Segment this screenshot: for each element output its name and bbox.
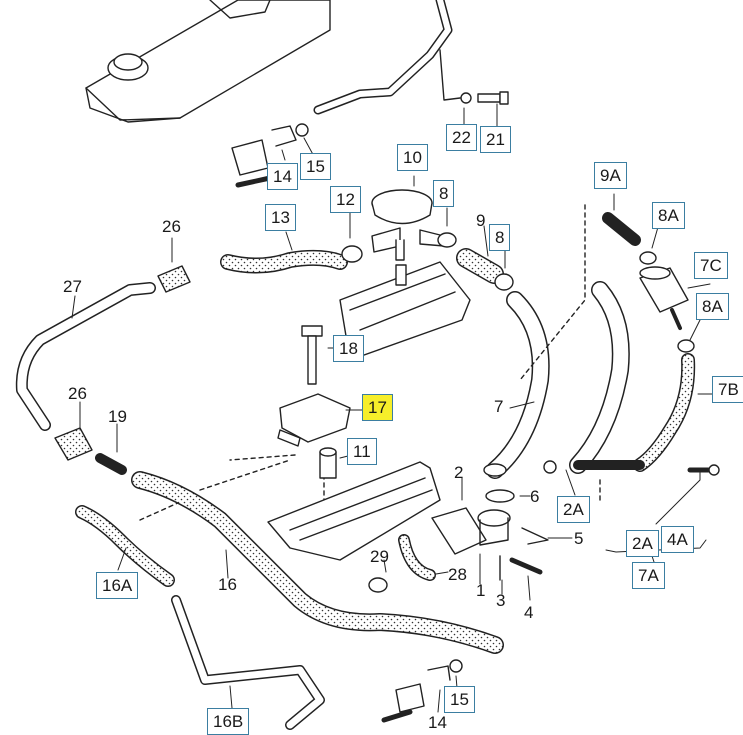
label-26-top: 26	[162, 217, 181, 236]
valve-cover-bottom	[267, 461, 441, 561]
cylinder-head	[339, 261, 471, 361]
label-1: 1	[476, 581, 486, 600]
label-2A-a: 2A	[557, 496, 590, 523]
label-28: 28	[448, 565, 467, 584]
bolt-18	[301, 325, 323, 385]
label-7C: 7C	[694, 252, 728, 279]
sleeve-26-top	[157, 265, 191, 293]
label-8-b: 8	[489, 224, 511, 251]
bolt-21	[460, 91, 509, 105]
label-3: 3	[496, 591, 506, 610]
o-ring-6	[485, 489, 515, 503]
valve-10	[371, 189, 445, 261]
label-19: 19	[108, 407, 127, 426]
label-29: 29	[370, 547, 389, 566]
label-22: 22	[446, 124, 477, 151]
label-2A-b: 2A	[626, 530, 659, 557]
pipe-top	[313, 0, 461, 115]
filter-7C	[639, 266, 689, 330]
label-8A-a: 8A	[652, 202, 685, 229]
label-8-a: 8	[433, 180, 455, 207]
label-14-top: 14	[267, 163, 298, 190]
sleeve-26-bottom	[54, 427, 93, 461]
valve-cover-top	[85, 0, 331, 123]
label-12: 12	[330, 186, 361, 213]
label-7A: 7A	[632, 562, 665, 589]
label-26-bottom: 26	[68, 384, 87, 403]
connector-19	[95, 453, 127, 475]
label-21: 21	[480, 126, 511, 153]
bolt-4	[509, 557, 543, 575]
label-11: 11	[347, 438, 377, 465]
label-13: 13	[265, 204, 296, 231]
label-2: 2	[454, 463, 464, 482]
label-9: 9	[476, 211, 486, 230]
label-6: 6	[530, 487, 540, 506]
label-27: 27	[63, 277, 82, 296]
label-4A: 4A	[661, 526, 694, 553]
part-2	[431, 507, 511, 555]
pipe-27	[15, 282, 156, 431]
label-18: 18	[333, 335, 364, 362]
label-16A: 16A	[96, 572, 139, 599]
label-15-top: 15	[300, 153, 331, 180]
label-8A-b: 8A	[696, 293, 729, 320]
label-17: 17	[362, 394, 393, 421]
clip-5	[521, 527, 549, 545]
bracket-14-bottom	[381, 659, 463, 723]
breather-17	[277, 393, 351, 447]
label-9A: 9A	[594, 162, 627, 189]
label-10: 10	[397, 144, 428, 171]
part-11	[319, 447, 337, 479]
label-14-bottom: 14	[428, 713, 447, 732]
label-7B: 7B	[712, 376, 743, 403]
guide-lines	[139, 204, 601, 521]
label-5: 5	[574, 529, 584, 548]
label-16: 16	[218, 575, 237, 594]
label-15-bottom: 15	[444, 686, 475, 713]
label-4: 4	[524, 603, 534, 622]
label-7: 7	[494, 397, 504, 416]
